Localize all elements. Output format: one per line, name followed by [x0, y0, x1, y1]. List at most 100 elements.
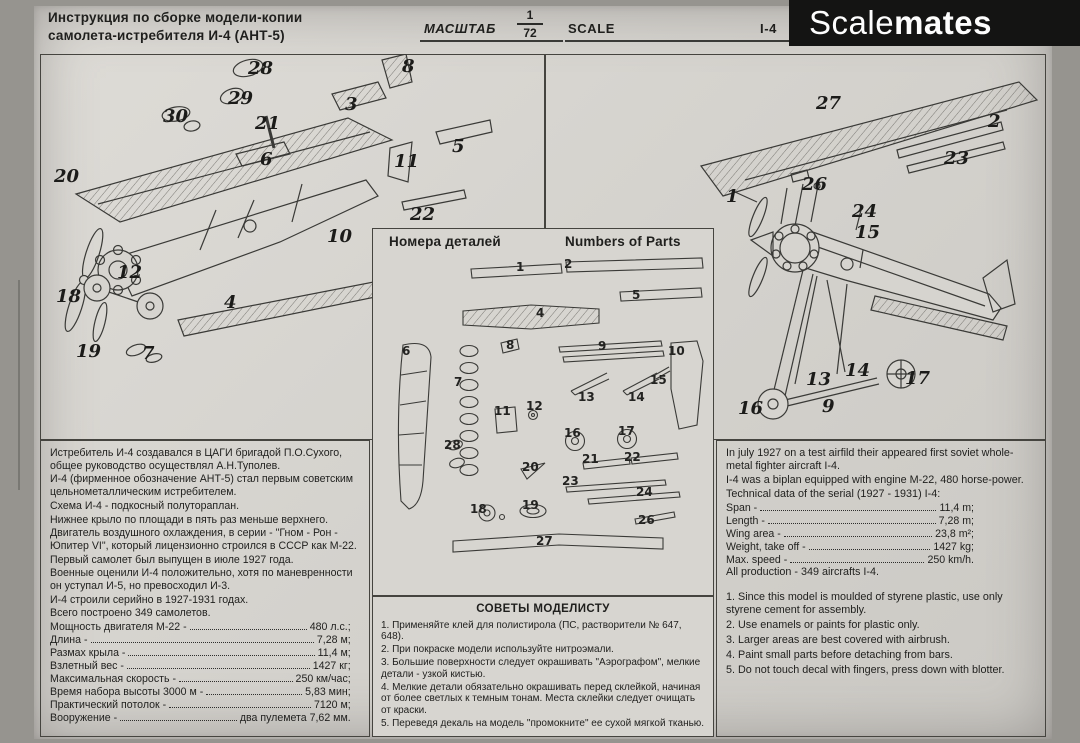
- part-number-label: 28: [248, 58, 274, 79]
- spec-value: 7120 м;: [313, 698, 351, 711]
- spec-row: Максимальная скорость -250 км/час;: [50, 673, 351, 686]
- part-number-label: 10: [327, 226, 353, 247]
- spec-label: Размах крыла -: [50, 646, 126, 659]
- part-number-label: 13: [806, 369, 832, 390]
- part-number-label: 18: [470, 502, 487, 516]
- part-number-label: 21: [255, 113, 281, 134]
- history-en-panel: In july 1927 on a test airfild their app…: [716, 440, 1046, 737]
- spec-value: 7,28 м;: [316, 634, 351, 647]
- part-number-label: 11: [394, 151, 420, 172]
- part-number-label: 23: [562, 474, 579, 488]
- history-ru-paragraph: Первый самолет был выпущен в июле 1927 г…: [50, 553, 294, 566]
- spec-leader: [767, 522, 936, 524]
- header-rule: [565, 40, 790, 42]
- parts-box-title-ru: Номера деталей: [389, 234, 501, 249]
- part-number-label: 12: [526, 399, 543, 413]
- scale-fraction-denominator: 72: [523, 25, 537, 40]
- tip-item: 3. Larger areas are best covered with ai…: [726, 634, 950, 647]
- part-number-label: 12: [117, 262, 143, 283]
- history-ru-paragraph: Нижнее крыло по площади в пять раз меньш…: [50, 513, 329, 526]
- spec-value: 480 л.с.;: [309, 621, 351, 634]
- spec-leader: [790, 561, 925, 563]
- part-number-label: 4: [224, 292, 237, 313]
- instruction-title-line2: самолета-истребителя И-4 (АНТ-5): [48, 27, 285, 43]
- spec-row: Мощность двигателя М-22 - 480 л.с.;: [50, 621, 351, 634]
- tip-item: 2. Use enamels or paints for plastic onl…: [726, 619, 920, 632]
- right-exploded-diagram: [699, 81, 1039, 420]
- spec-row: Время набора высоты 3000 м - 5,83 мин;: [50, 686, 351, 699]
- spec-label: Длина -: [50, 634, 88, 647]
- spec-row: Length -7,28 m;: [726, 515, 974, 528]
- spec-value: 11,4 m;: [939, 501, 974, 514]
- part-number-label: 7: [454, 375, 463, 389]
- part-number-label: 16: [738, 398, 764, 419]
- spec-leader: [808, 548, 931, 550]
- parts-box-panel: Номера деталей Numbers of Parts: [372, 228, 714, 596]
- part-number-label: 9: [598, 339, 607, 353]
- spec-label: Weight, take off -: [726, 540, 806, 553]
- spec-row: Взлетный вес - 1427 кг;: [50, 660, 351, 673]
- spec-label: Практический потолок -: [50, 698, 167, 711]
- scalemates-logo-scale: Scale: [809, 4, 895, 41]
- spec-label: Вооружение -: [50, 711, 118, 724]
- spec-value: два пулемета 7,62 мм.: [239, 711, 351, 724]
- history-ru-paragraph: Истребитель И-4 создавался в ЦАГИ бригад…: [50, 447, 343, 472]
- parts-box-title-en: Numbers of Parts: [565, 234, 681, 249]
- scalemates-logo-mates: mates: [894, 4, 992, 41]
- part-number-label: 6: [260, 149, 273, 170]
- spec-label: Взлетный вес -: [50, 659, 124, 672]
- spec-label: Время набора высоты 3000 м -: [50, 685, 204, 698]
- scale-fraction-numerator: 1: [526, 8, 534, 22]
- part-number-label: 14: [628, 390, 645, 404]
- tip-item: 5. Переведя декаль на модель "промокните…: [381, 717, 705, 729]
- history-ru-paragraph: И-4 (фирменное обозначение АНТ-5) стал п…: [50, 473, 354, 499]
- left-exploded-diagram: [64, 54, 493, 363]
- part-number-label: 14: [845, 360, 871, 381]
- production-line: All production - 349 aircrafts I-4.: [726, 566, 880, 579]
- spec-leader: [206, 693, 303, 695]
- spec-value: 250 км/час;: [295, 672, 351, 685]
- scale-label-ru: МАСШТАБ: [424, 21, 496, 36]
- spec-label: Length -: [726, 514, 765, 527]
- part-number-label: 22: [410, 204, 436, 225]
- part-number-label: 19: [522, 498, 539, 512]
- part-number-label: 1: [516, 260, 525, 274]
- part-number-label: 2: [988, 111, 1001, 132]
- part-number-label: 8: [402, 56, 415, 77]
- history-en-paragraph: Technical data of the serial (1927 - 193…: [726, 487, 941, 500]
- spec-label: Мощность двигателя М-22 -: [50, 621, 187, 634]
- tip-item: 4. Paint small parts before detaching fr…: [726, 649, 953, 662]
- spec-row: Max. speed -250 km/h.: [726, 554, 974, 567]
- spec-leader: [128, 654, 315, 656]
- spec-leader: [169, 706, 311, 708]
- part-number-label: 23: [944, 148, 970, 169]
- history-ru-paragraph: И-4 строили серийно в 1927-1931 годах.: [50, 593, 249, 606]
- tip-item: 5. Do not touch decal with fingers, pres…: [726, 664, 1005, 677]
- tips-ru-title: СОВЕТЫ МОДЕЛИСТУ: [476, 603, 610, 615]
- spec-value: 5,83 мин;: [305, 685, 351, 698]
- spec-row: Weight, take off -1427 kg;: [726, 541, 974, 554]
- part-number-label: 24: [636, 485, 653, 499]
- spec-leader: [90, 642, 314, 644]
- spec-leader: [178, 680, 293, 682]
- part-number-label: 30: [163, 106, 189, 127]
- part-number-label: 24: [852, 201, 878, 222]
- part-number-label: 4: [536, 306, 545, 320]
- part-number-label: 17: [905, 368, 931, 389]
- part-number-label: 18: [56, 286, 82, 307]
- spec-row: Span -11,4 m;: [726, 502, 974, 515]
- spec-leader: [783, 535, 933, 537]
- spec-row: Вооружение - два пулемета 7,62 мм.: [50, 712, 351, 725]
- tip-item: 2. При покраске модели используйте нитро…: [381, 644, 614, 656]
- spec-value: 1427 кг;: [312, 659, 351, 672]
- spec-row: Длина - 7,28 м;: [50, 634, 351, 647]
- part-number-label: 28: [444, 438, 461, 452]
- spec-row: Практический потолок - 7120 м;: [50, 699, 351, 712]
- tips-en-list: 1. Since this model is moulded of styren…: [726, 591, 1036, 677]
- spec-leader: [760, 509, 937, 511]
- part-number-label: 9: [822, 396, 835, 417]
- spec-leader: [126, 667, 310, 669]
- spec-value: 23,8 m²;: [935, 527, 974, 540]
- history-ru-paragraph: Схема И-4 - подкосный полутораплан.: [50, 499, 240, 512]
- spec-row: Размах крыла -11,4 м;: [50, 647, 351, 660]
